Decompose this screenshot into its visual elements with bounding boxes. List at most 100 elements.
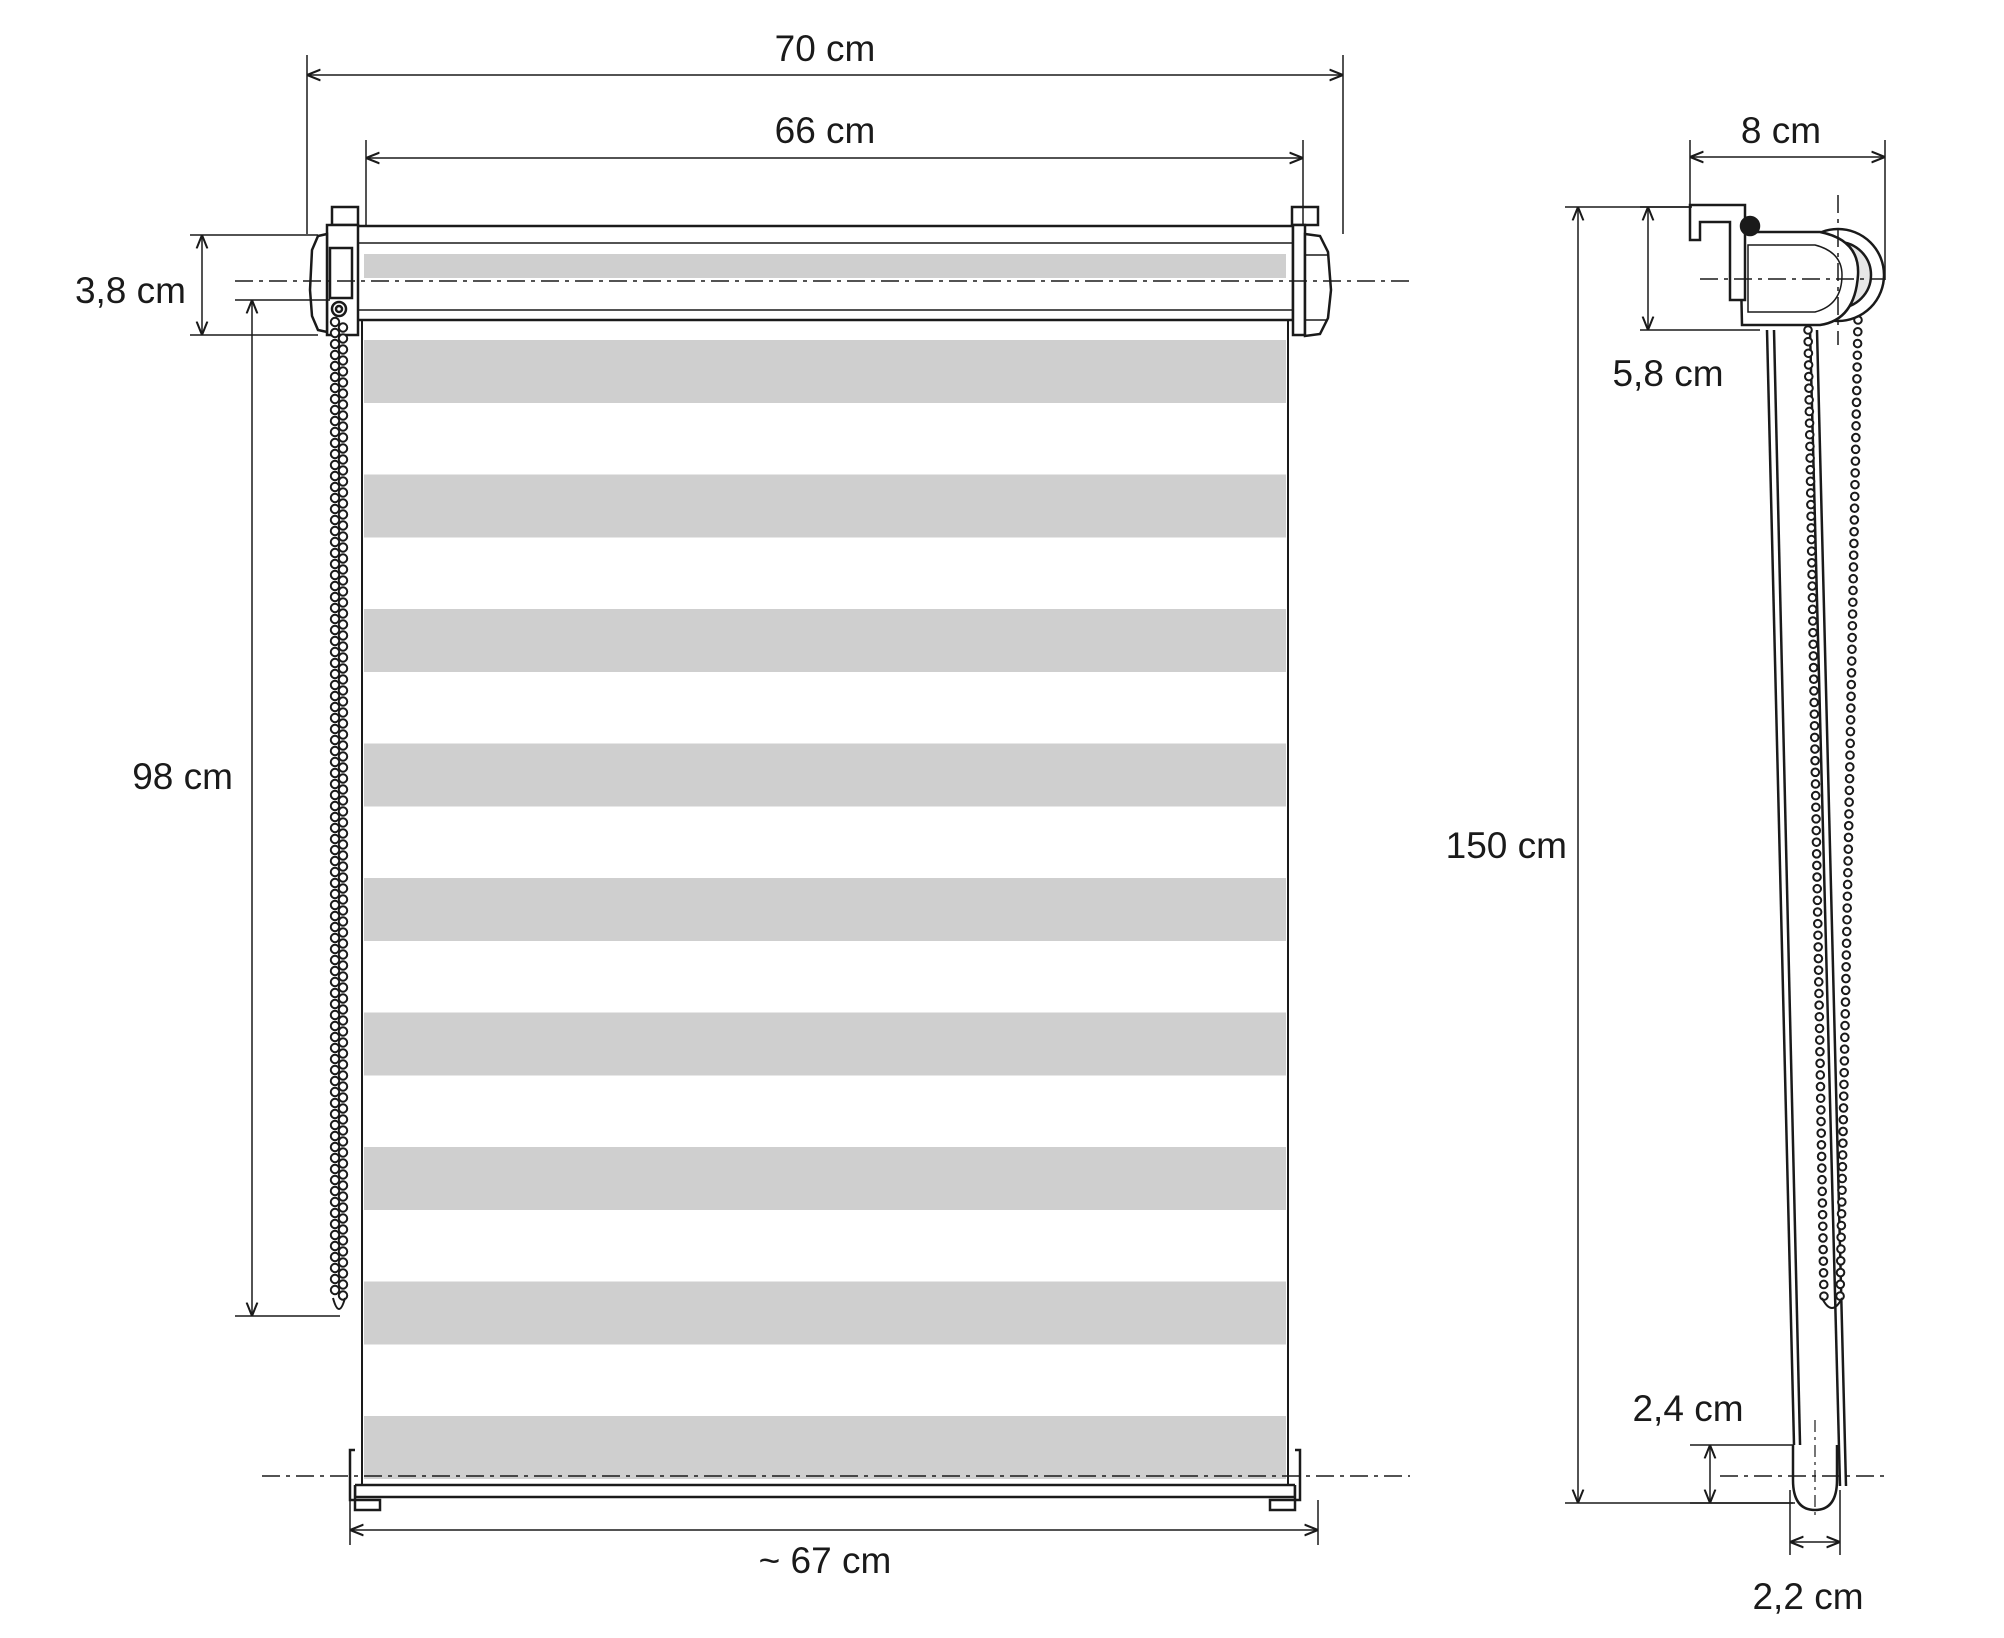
fabric-stripe: [364, 474, 1286, 538]
chain-bead: [1808, 627, 1818, 638]
chain-bead: [329, 613, 341, 625]
chain-bead: [329, 415, 341, 427]
chain-bead: [1805, 476, 1816, 487]
chain-bead: [1811, 849, 1822, 859]
chain-bead: [1803, 336, 1813, 347]
chain-bead: [1812, 895, 1823, 906]
chain-bead: [337, 861, 349, 872]
dimension-total-height: [1565, 206, 1795, 1504]
dimension-bottom-bar-height: [1690, 1444, 1793, 1504]
chain-bead: [329, 767, 341, 779]
dimension-overall-width: [306, 55, 1344, 234]
dimension-fabric-width: [365, 140, 1304, 226]
chain-bead: [1846, 691, 1856, 702]
chain-bead: [1818, 1233, 1828, 1243]
chain-bead: [1808, 651, 1819, 661]
chain-bead: [329, 899, 341, 911]
chain-bead: [329, 624, 341, 636]
chain-bead: [329, 349, 341, 361]
chain-bead: [329, 998, 341, 1010]
chain-bead: [1846, 703, 1856, 713]
chain-bead: [329, 976, 341, 988]
side-center-lines: [1700, 195, 1885, 1477]
chain-bead: [337, 1081, 349, 1092]
chain-bead: [329, 1163, 341, 1175]
chain-bead: [1814, 988, 1824, 999]
chain-bead: [337, 1026, 349, 1037]
chain-bead: [329, 437, 341, 449]
chain-bead: [329, 635, 341, 647]
chain-bead: [1836, 1220, 1847, 1231]
chain-bead: [1835, 1267, 1846, 1278]
chain-bead: [329, 844, 341, 856]
chain-bead: [337, 1103, 349, 1114]
chain-bead: [1848, 562, 1859, 572]
chain-bead: [1840, 985, 1851, 996]
chain-bead: [329, 1262, 341, 1274]
fabric-stripe: [364, 609, 1286, 672]
chain-bead: [1812, 883, 1823, 894]
chain-bead: [1849, 538, 1859, 549]
chain-bead: [329, 327, 341, 339]
chain-bead: [337, 487, 349, 498]
chain-bead: [1839, 1056, 1850, 1066]
chain-bead: [1851, 421, 1861, 431]
chain-bead: [1813, 977, 1824, 987]
chain-bead: [329, 1207, 341, 1219]
chain-bead: [1849, 491, 1860, 502]
chain-bead: [1841, 973, 1851, 984]
chain-bead: [337, 762, 349, 773]
chain-bead: [1806, 534, 1817, 545]
chain-bead: [337, 773, 349, 784]
chain-bead: [1838, 1103, 1849, 1113]
chain-bead: [337, 1158, 349, 1169]
chain-bead: [329, 382, 341, 394]
chain-bead: [1812, 860, 1822, 871]
chain-bead: [1807, 569, 1817, 580]
chain-bead: [329, 1031, 341, 1043]
chain-bead: [1842, 903, 1852, 913]
chain-bead: [329, 1075, 341, 1087]
chain-bead: [1810, 767, 1821, 778]
chain-bead: [329, 1141, 341, 1153]
chain-bead: [1852, 326, 1863, 337]
chain-bead: [1845, 750, 1855, 760]
chain-bead: [337, 542, 349, 553]
chain-bead: [329, 1273, 341, 1285]
chain-bead: [329, 536, 341, 548]
chain-bead: [1817, 1198, 1828, 1208]
chain-bead: [1850, 479, 1860, 490]
chain-bead: [1845, 715, 1856, 725]
chain-bead: [1848, 573, 1859, 584]
chain-bead: [1809, 697, 1819, 708]
chain-bead: [337, 421, 349, 432]
chain-bead: [329, 778, 341, 790]
chain-bead: [1848, 597, 1858, 608]
chain-bead: [1812, 872, 1822, 882]
chain-bead: [1843, 832, 1854, 843]
chain-bead: [1837, 1150, 1848, 1160]
chain-bead: [329, 745, 341, 757]
chain-bead: [1850, 456, 1861, 466]
chain-bead: [337, 1235, 349, 1246]
chain-bead: [337, 982, 349, 993]
chain-bead: [329, 591, 341, 603]
chain-bead: [1815, 1081, 1826, 1092]
chain-bead: [1814, 1000, 1824, 1010]
chain-bead: [329, 1042, 341, 1054]
label-chain-length: 98 cm: [132, 756, 233, 797]
chain-bead: [1818, 1244, 1828, 1255]
chain-bead: [1814, 1023, 1825, 1034]
chain-bead: [1843, 856, 1853, 866]
chain-bead: [329, 855, 341, 867]
chain-bead: [329, 1108, 341, 1120]
chain-bead: [1804, 406, 1815, 417]
chain-bead: [337, 1180, 349, 1191]
chain-bead: [337, 1169, 349, 1180]
chain-bead: [1804, 429, 1815, 440]
chain-bead: [337, 784, 349, 795]
chain-bead: [337, 960, 349, 971]
chain-bead: [1852, 374, 1862, 384]
chain-bead: [337, 608, 349, 619]
chain-bead: [337, 509, 349, 520]
